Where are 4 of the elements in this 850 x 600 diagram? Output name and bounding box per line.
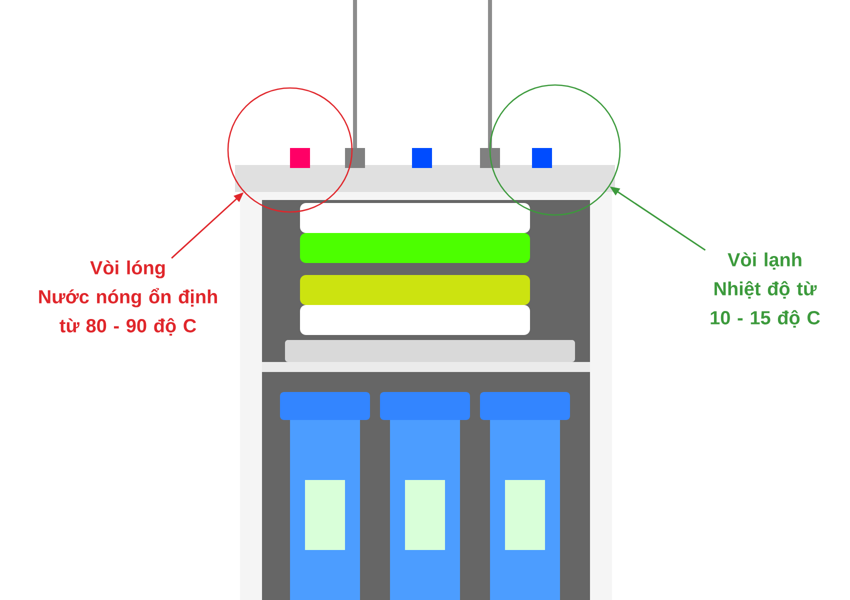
highlight-circle xyxy=(227,87,353,213)
callout-text: Vòi lóng Nước nóng ổn định từ 80 - 90 độ C xyxy=(39,260,217,336)
callout-text: Vòi lạnh Nhiệt độ từ 10 - 15 độ C xyxy=(710,252,820,328)
highlight-circle xyxy=(489,84,621,216)
